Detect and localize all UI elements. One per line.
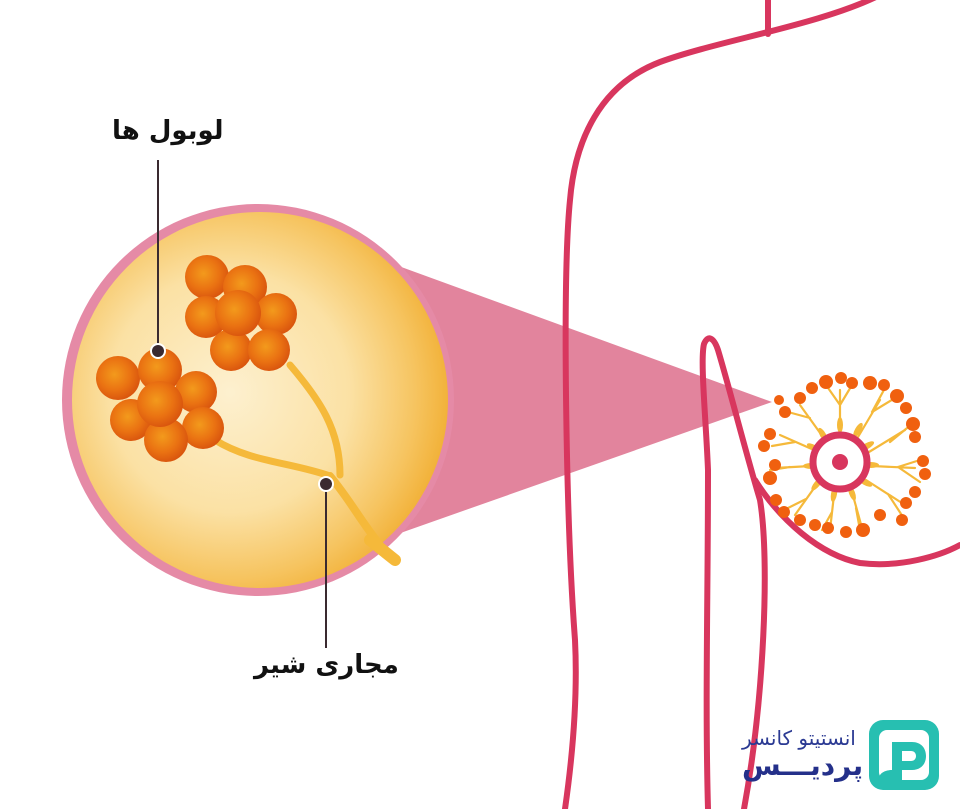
logo-text-institute: انستیتو کانسر: [742, 726, 856, 750]
milk-ducts-label: مجاری شیر: [254, 650, 399, 680]
p-letter-logo-icon: [869, 720, 939, 790]
leader-line-lobules: [150, 160, 166, 359]
lobule-cluster-upper: [185, 255, 297, 371]
magnifier-circle: [62, 204, 454, 596]
milk-ducts-illustration: [211, 361, 401, 566]
breast-lobules-radial: [758, 372, 931, 538]
leader-line-ducts: [318, 476, 334, 648]
lobules-label: لوبول ها: [112, 116, 224, 146]
nipple: [832, 454, 848, 470]
lobule-cluster-lower: [96, 348, 224, 462]
logo-text-pardis: پردیـــس: [742, 749, 864, 782]
